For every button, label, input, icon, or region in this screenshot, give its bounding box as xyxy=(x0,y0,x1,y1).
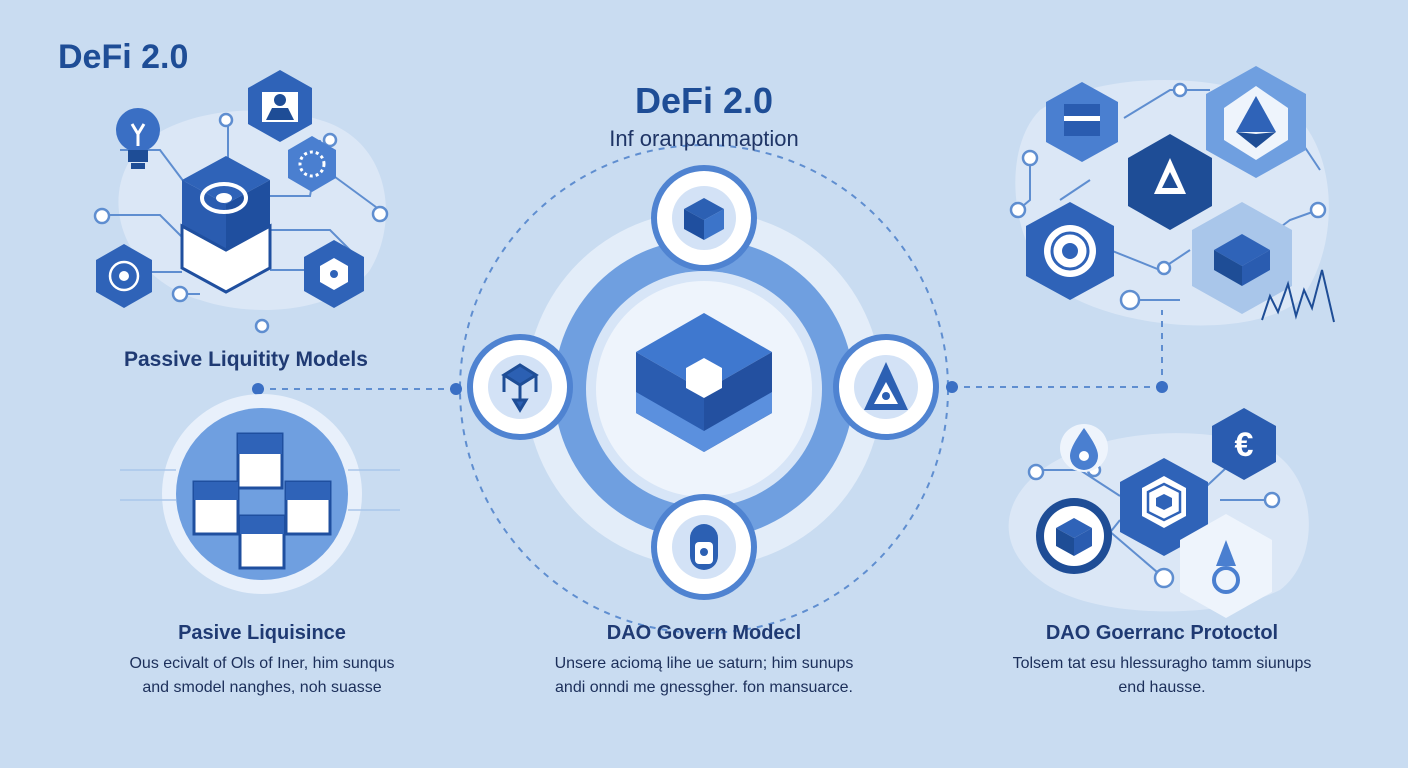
column-3-heading: DAO Goerranc Protoctol xyxy=(1045,622,1279,644)
hub-top-node xyxy=(651,165,757,271)
column-2-body: Unsere aciomą lihe ue saturn; him sunups… xyxy=(504,652,904,700)
top-right-node-dots xyxy=(1009,82,1327,311)
column-3-line-1: Tolsem tat esu hlessuragho tamm siunups xyxy=(1012,655,1312,672)
euro-icon: € xyxy=(1212,408,1276,480)
column-1-body: Ous ecivalt of Ols of Iner, him sunqus a… xyxy=(62,652,462,700)
ethereum-icon xyxy=(1206,66,1306,178)
sparkline-icon xyxy=(1261,269,1335,323)
column-1-heading: Pasive Liquisince xyxy=(178,622,346,644)
lock-icon xyxy=(690,524,718,570)
center-title: DeFi 2.0 xyxy=(634,80,774,121)
hub-bottom-node xyxy=(651,494,757,600)
hex-pin-icon xyxy=(1180,514,1272,618)
connector-dots xyxy=(252,381,1168,395)
server-stack-icon xyxy=(180,156,272,294)
hex-padlock-icon xyxy=(304,240,364,308)
corner-title: DeFi 2.0 xyxy=(58,38,189,76)
hex-dial-icon xyxy=(288,136,336,192)
stacked-servers-icon xyxy=(192,432,332,570)
hex-user-icon xyxy=(248,70,312,142)
left-server-cluster xyxy=(120,394,400,594)
column-3-line-2: end hausse. xyxy=(1118,679,1206,696)
left-section-heading: Passive Liquitity Models xyxy=(124,348,368,371)
network-icon xyxy=(501,363,539,413)
hex-chip-icon xyxy=(1120,458,1208,556)
column-1-line-2: and smodel nanghes, noh suasse xyxy=(142,679,382,696)
hex-stack-icon xyxy=(1192,202,1292,314)
column-1-line-1: Ous ecivalt of Ols of Iner, him sunqus xyxy=(129,655,395,672)
center-subtitle: Inf oranpanmaption xyxy=(609,126,799,151)
cube-icon xyxy=(636,313,772,452)
flame-icon xyxy=(864,362,908,410)
drop-icon xyxy=(1060,424,1108,472)
hex-flame-icon xyxy=(1128,134,1212,230)
hub-left-node xyxy=(467,334,573,440)
box-icon xyxy=(684,198,724,240)
hex-target-icon xyxy=(1026,202,1114,300)
hub-right-node xyxy=(833,334,939,440)
hex-box-icon xyxy=(1046,82,1118,162)
column-2-line-2: andi onndi me gnessgher. fon mansuarce. xyxy=(555,679,853,696)
hex-coin-icon xyxy=(96,244,152,308)
lightbulb-icon xyxy=(116,108,160,169)
column-2-line-1: Unsere aciomą lihe ue saturn; him sunups xyxy=(554,655,854,672)
circle-cube-icon xyxy=(1036,498,1112,574)
column-3-body: Tolsem tat esu hlessuragho tamm siunups … xyxy=(962,652,1362,700)
svg-text:€: € xyxy=(1235,426,1254,464)
column-2-heading: DAO Govern Modecl xyxy=(606,622,802,644)
bottom-right-node-dots xyxy=(1027,462,1281,589)
top-left-node-dots xyxy=(93,112,389,334)
